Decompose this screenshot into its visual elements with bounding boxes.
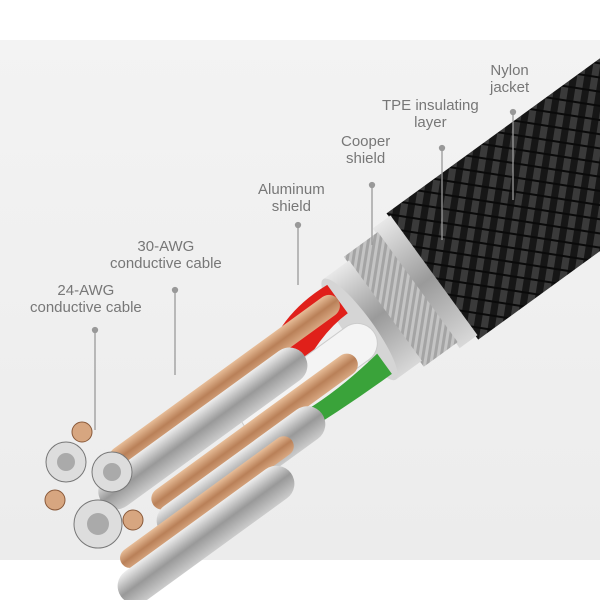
- label-line: layer: [414, 114, 447, 131]
- label-aluminum-shield: Aluminum shield: [258, 181, 325, 215]
- label-line: 24-AWG: [57, 282, 115, 299]
- label-line: Aluminum: [258, 181, 325, 198]
- label-line: 30-AWG: [137, 238, 195, 255]
- aluminum-shield: [323, 260, 422, 380]
- nylon-jacket: [386, 25, 600, 340]
- label-cooper-shield: Cooper shield: [341, 133, 390, 167]
- cooper-shield: [343, 232, 458, 367]
- label-30awg: 30-AWG conductive cable: [110, 238, 222, 272]
- label-line: TPE insulating: [382, 97, 479, 114]
- tpe-layer: [372, 215, 478, 349]
- copper-wire-3: [120, 436, 294, 568]
- copper-wire-2: [151, 353, 358, 510]
- copper-wire-1: [109, 294, 340, 469]
- label-line: shield: [346, 150, 386, 167]
- label-line: Nylon: [490, 62, 529, 79]
- silver-wire-3: [117, 465, 295, 600]
- label-nylon-jacket: Nylon jacket: [490, 62, 529, 96]
- silver-wire-1: [98, 347, 308, 510]
- label-line: conductive cable: [30, 299, 142, 316]
- label-tpe-layer: TPE insulating layer: [382, 97, 479, 131]
- wire-ends: [44, 421, 144, 549]
- label-line: Cooper: [341, 133, 391, 150]
- label-line: jacket: [490, 79, 530, 96]
- label-line: shield: [271, 198, 311, 215]
- label-line: conductive cable: [110, 255, 222, 272]
- label-24awg: 24-AWG conductive cable: [30, 282, 142, 316]
